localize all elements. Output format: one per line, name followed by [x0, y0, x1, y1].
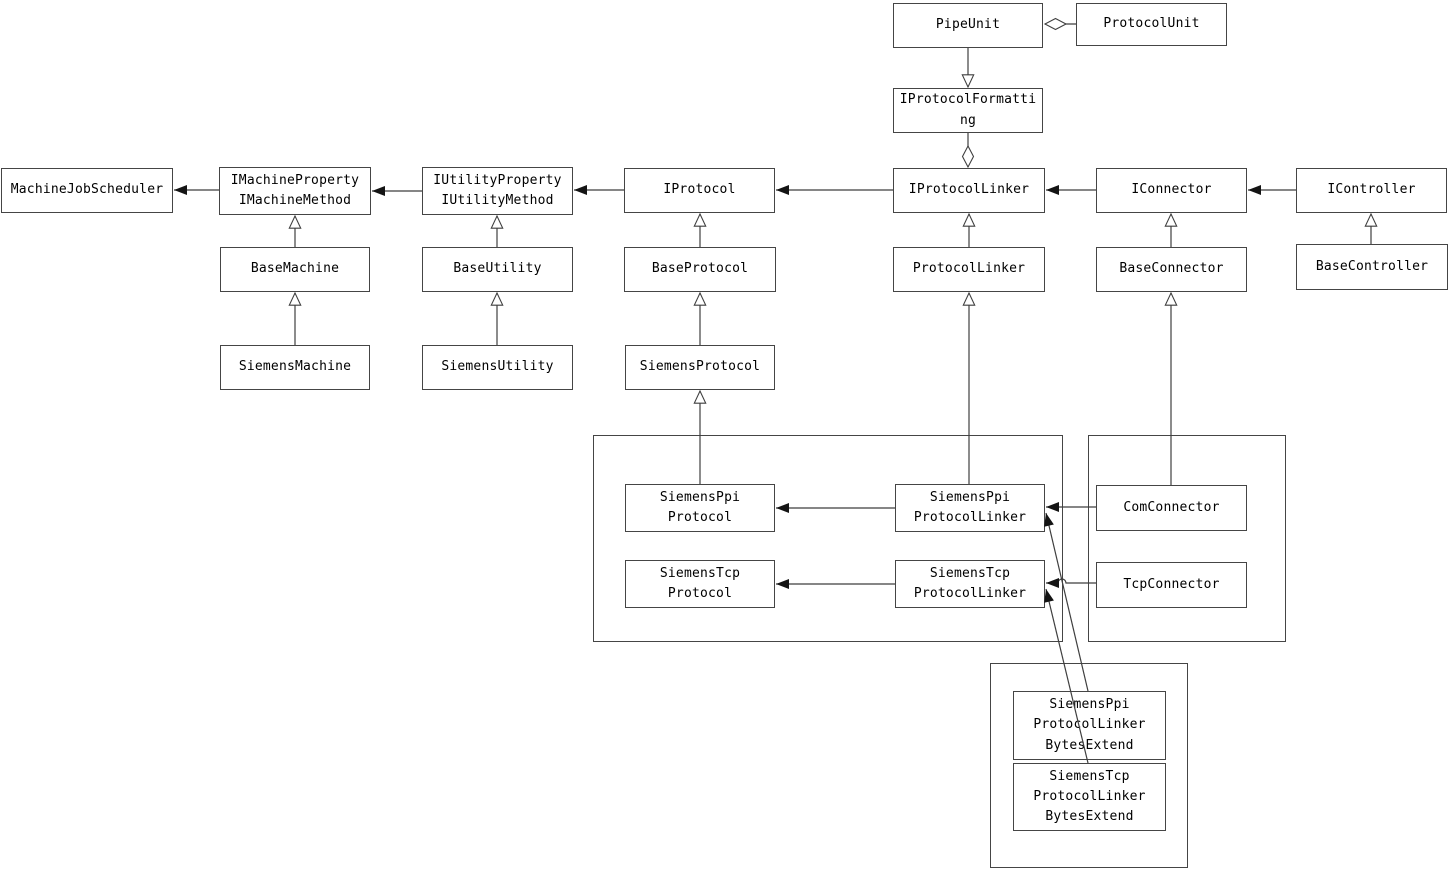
class-box-iprotocollinker[interactable]: IProtocolLinker [893, 168, 1045, 213]
class-label: SiemensTcp ProtocolLinker BytesExtend [1033, 768, 1146, 825]
class-box-siemensprotocol[interactable]: SiemensProtocol [625, 345, 775, 390]
class-label: SiemensTcp ProtocolLinker [913, 565, 1027, 601]
class-label: PipeUnit [935, 17, 1001, 33]
class-box-siemensppiprotocol[interactable]: SiemensPpi Protocol [625, 484, 775, 532]
class-box-icontroller[interactable]: IController [1296, 168, 1447, 213]
class-label: BaseConnector [1119, 261, 1224, 277]
class-box-pipeunit[interactable]: PipeUnit [893, 3, 1043, 48]
class-box-baseprotocol[interactable]: BaseProtocol [624, 247, 776, 292]
class-label: BaseMachine [250, 261, 340, 277]
class-label: ProtocolLinker [912, 261, 1026, 277]
class-box-machinejobscheduler[interactable]: MachineJobScheduler [1, 168, 173, 213]
class-label: BaseProtocol [651, 261, 749, 277]
class-label: BaseController [1315, 258, 1429, 274]
class-box-siemenstcpprotocollinkerbytesextend[interactable]: SiemensTcp ProtocolLinker BytesExtend [1013, 763, 1166, 831]
class-label: SiemensTcp Protocol [659, 565, 741, 601]
class-label: SiemensUtility [441, 359, 554, 375]
class-box-basemachine[interactable]: BaseMachine [220, 247, 370, 292]
class-box-comconnector[interactable]: ComConnector [1096, 485, 1247, 531]
group-box-siemens-protocol-linkers [593, 435, 1063, 642]
class-box-protocollinker[interactable]: ProtocolLinker [893, 247, 1045, 292]
class-box-tcpconnector[interactable]: TcpConnector [1096, 562, 1247, 608]
class-label: SiemensPpi ProtocolLinker [913, 489, 1027, 525]
class-box-iprotocol[interactable]: IProtocol [624, 168, 775, 213]
class-label: ProtocolUnit [1103, 16, 1200, 32]
group-box-connectors [1088, 435, 1286, 642]
group-box-bytes-extend [990, 663, 1188, 868]
class-label: BaseUtility [453, 261, 542, 277]
class-label: SiemensMachine [238, 359, 352, 375]
class-box-baseutility[interactable]: BaseUtility [422, 247, 573, 292]
class-box-siemensppiprotocollinker[interactable]: SiemensPpi ProtocolLinker [895, 484, 1045, 532]
class-label: SiemensPpi Protocol [659, 489, 741, 525]
class-box-siemenstcpprotocollinker[interactable]: SiemensTcp ProtocolLinker [895, 560, 1045, 608]
class-label: IController [1327, 182, 1416, 198]
class-label: IMachineProperty IMachineMethod [230, 172, 360, 208]
class-label: ComConnector [1123, 499, 1220, 515]
class-box-iutilityproperty[interactable]: IUtilityProperty IUtilityMethod [422, 167, 573, 215]
class-label: SiemensProtocol [639, 359, 761, 375]
class-label: IConnector [1131, 182, 1212, 198]
class-box-basecontroller[interactable]: BaseController [1296, 244, 1448, 290]
class-box-iconnector[interactable]: IConnector [1096, 168, 1247, 213]
class-box-imachineproperty[interactable]: IMachineProperty IMachineMethod [219, 167, 371, 215]
class-box-baseconnector[interactable]: BaseConnector [1096, 247, 1247, 292]
class-label: SiemensPpi ProtocolLinker BytesExtend [1033, 697, 1146, 753]
class-box-iprotocolformatting[interactable]: IProtocolFormatti ng [893, 88, 1043, 133]
class-label: IProtocol [663, 182, 736, 198]
class-box-siemensutility[interactable]: SiemensUtility [422, 345, 573, 390]
class-label: IUtilityProperty IUtilityMethod [433, 172, 562, 208]
class-label: MachineJobScheduler [10, 182, 164, 198]
class-box-siemensmachine[interactable]: SiemensMachine [220, 345, 370, 390]
class-box-siemensppiprotocollinkerbytesextend[interactable]: SiemensPpi ProtocolLinker BytesExtend [1013, 691, 1166, 760]
class-label: TcpConnector [1123, 576, 1220, 592]
class-label: IProtocolLinker [908, 182, 1030, 198]
class-box-protocolunit[interactable]: ProtocolUnit [1076, 3, 1227, 46]
class-label: IProtocolFormatti ng [899, 92, 1037, 128]
class-box-siemenstcpprotocol[interactable]: SiemensTcp Protocol [625, 560, 775, 608]
